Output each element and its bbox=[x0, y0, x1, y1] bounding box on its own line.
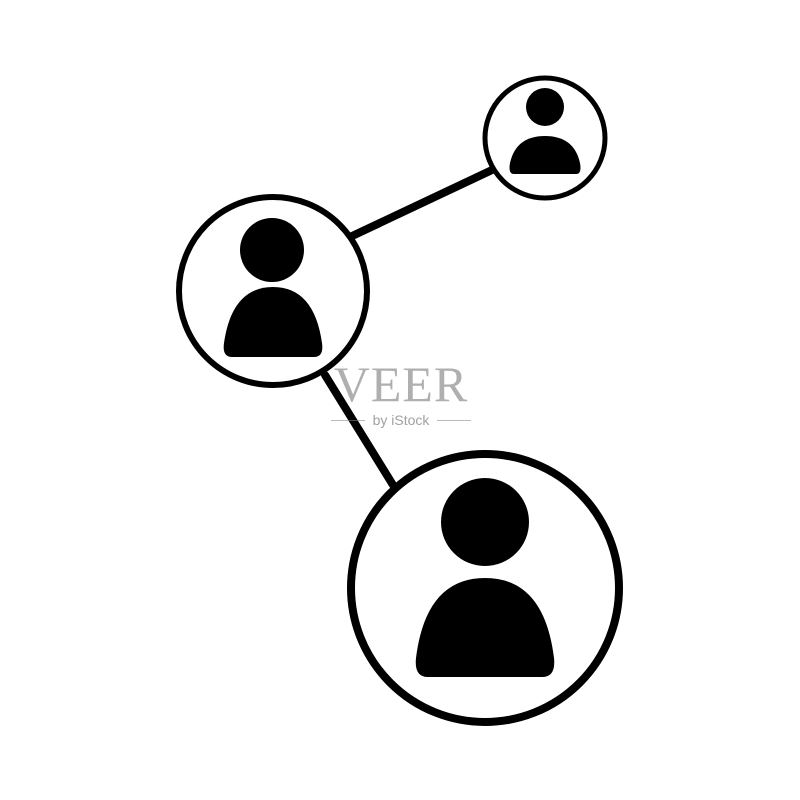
person-body-icon bbox=[223, 287, 323, 357]
person-head-icon bbox=[526, 88, 564, 126]
person-head-icon bbox=[240, 218, 304, 282]
connector-line bbox=[321, 371, 397, 489]
person-body-icon bbox=[509, 136, 581, 174]
person-body-icon bbox=[415, 578, 555, 677]
user-node-large bbox=[347, 450, 623, 726]
connector-line bbox=[346, 166, 496, 241]
user-node-small bbox=[482, 75, 608, 201]
person-head-icon bbox=[441, 478, 529, 566]
user-node-medium bbox=[176, 194, 370, 388]
